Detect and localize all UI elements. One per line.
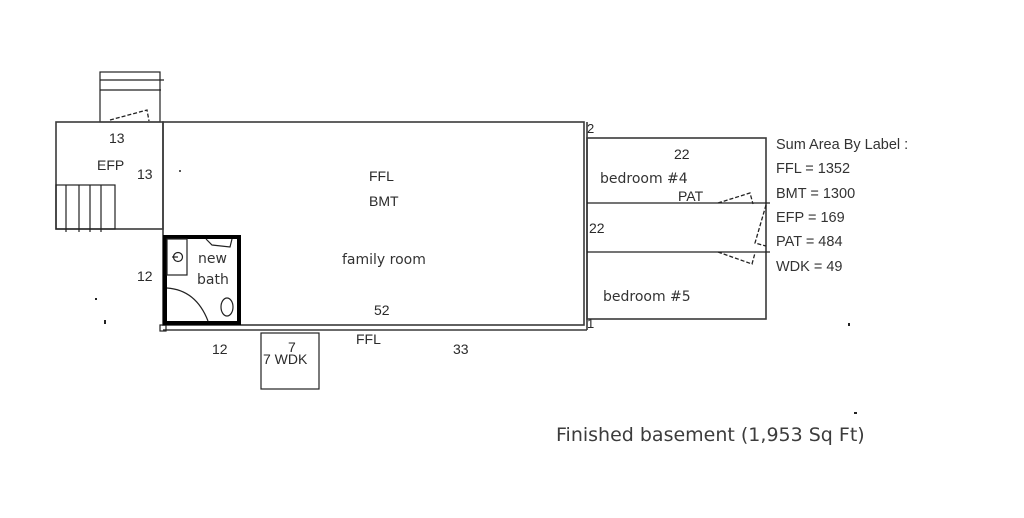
main-dim-bottom-left: 12 [212,341,228,357]
main-dim-left: 12 [137,268,153,284]
efp-dim-side: 13 [137,166,153,182]
wdk-label: 7 WDK [263,351,308,367]
ffl-lower-label: FFL [356,331,381,347]
stray-marks [95,298,857,414]
legend-item: EFP = 169 [776,210,845,226]
pat-dim-side: 22 [589,220,605,236]
bmt-label: BMT [369,193,399,209]
marker-2: 2 [587,121,594,136]
legend-item: WDK = 49 [776,259,842,275]
bedroom4-label: bedroom #4 [600,171,688,187]
wdk-dim-top: 7 [288,339,296,355]
main-dim-bottom-right: 33 [453,341,469,357]
efp-dim-top: 13 [109,130,125,146]
legend-item: PAT = 484 [776,234,843,250]
efp-label: EFP [97,157,124,173]
stair-icon [55,184,116,232]
wdk-area: 7 7 WDK [260,332,320,390]
bath-label-line1: new [198,251,227,267]
ffl-label: FFL [369,168,394,184]
bath-label-line2: bath [197,272,229,288]
new-bath: new bath [163,235,241,325]
legend-title: Sum Area By Label : [776,137,908,153]
efp-area: 13 EFP 13 [55,121,164,232]
sink-icon [220,297,234,317]
pat-label: PAT [678,188,704,204]
toilet-icon [172,251,184,263]
plan-caption: Finished basement (1,953 Sq Ft) [556,424,865,446]
area-legend: Sum Area By Label : FFL = 1352 BMT = 130… [776,137,908,275]
main-dim-width: 52 [374,302,390,318]
bedroom4-dim: 22 [674,146,690,162]
marker-1: 1 [587,316,594,331]
bedroom5-label: bedroom #5 [603,289,691,305]
right-wing: 2 1 22 bedroom #4 PAT 22 bedroom #5 [586,121,770,331]
legend-item: FFL = 1352 [776,161,850,177]
exterior-stair-landing [99,71,164,123]
family-room-label: family room [342,252,426,268]
legend-item: BMT = 1300 [776,186,855,202]
